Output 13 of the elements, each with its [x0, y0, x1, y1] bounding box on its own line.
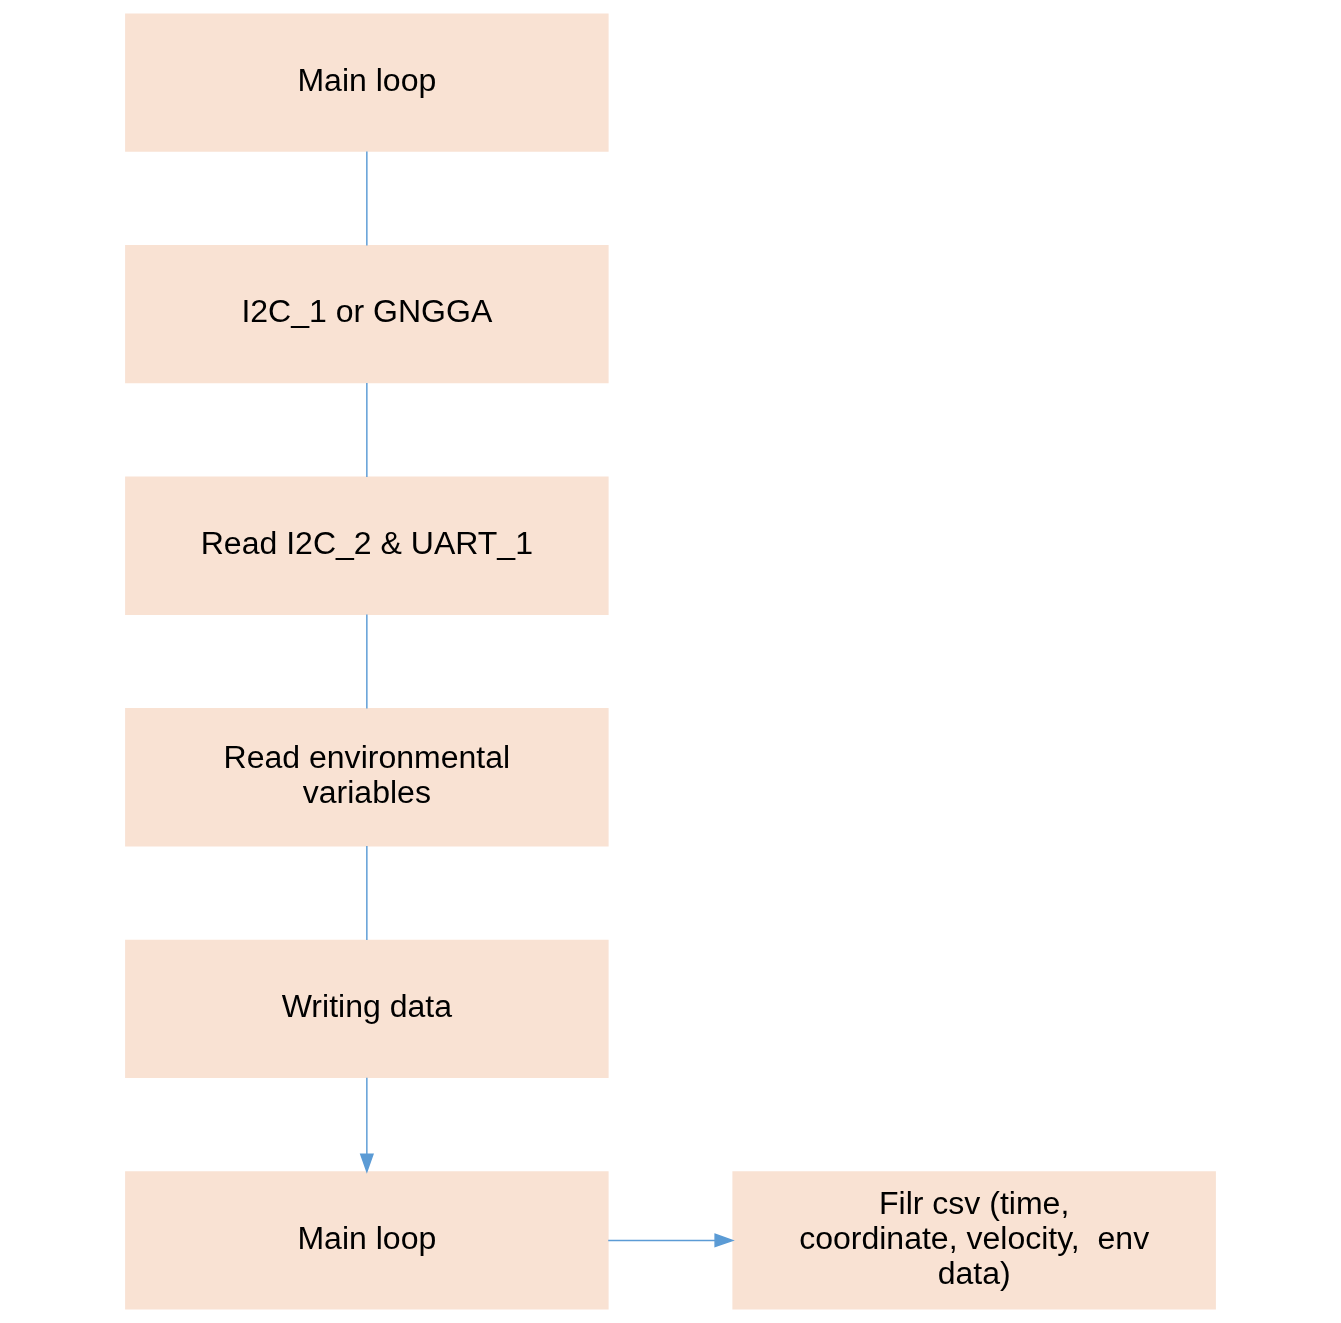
- node-box: Writing data: [125, 939, 609, 1078]
- node-box: Main loop: [125, 13, 609, 152]
- arrow: [359, 1076, 374, 1174]
- node-box: Read I2C_2 & UART_1: [125, 476, 609, 615]
- node-box: Main loop: [125, 1171, 609, 1310]
- node-box: I2C_1 or GNGGA: [125, 245, 609, 384]
- connector: [366, 845, 368, 941]
- node-box: Filr csv (time, coordinate, velocity, env data): [732, 1171, 1216, 1310]
- connector: [366, 613, 368, 710]
- arrow: [607, 1233, 735, 1248]
- connector: [366, 150, 368, 247]
- connector: [366, 382, 368, 478]
- node-box: Read environmental variables: [125, 708, 609, 847]
